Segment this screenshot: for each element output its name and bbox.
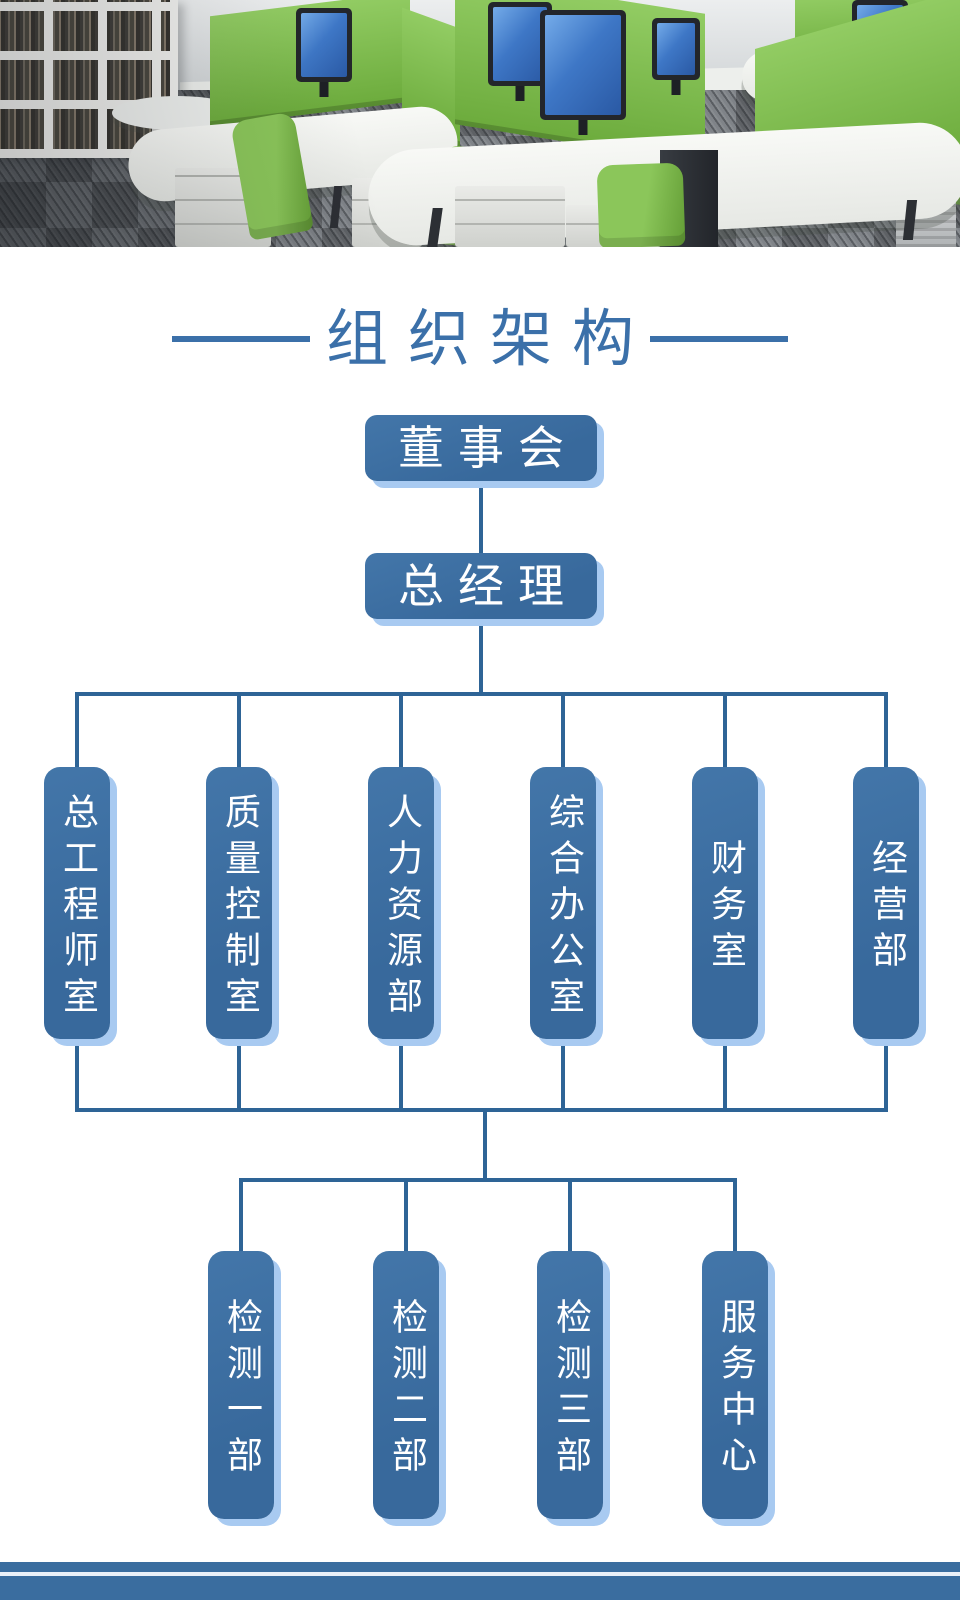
org-node-label: 综合办公室 bbox=[543, 793, 584, 1023]
connector-line bbox=[479, 481, 483, 553]
org-node-label: 检测一部 bbox=[221, 1298, 262, 1482]
org-node-human-resources: 人力资源部 bbox=[368, 767, 434, 1039]
org-node-service-center: 服务中心 bbox=[702, 1251, 768, 1519]
connector-line bbox=[723, 1035, 727, 1112]
title-dash-left bbox=[171, 336, 310, 342]
org-node-board: 董事会 bbox=[365, 415, 597, 481]
org-node-label: 检测三部 bbox=[550, 1298, 591, 1482]
connector-line bbox=[399, 1035, 403, 1112]
connector-line bbox=[483, 1112, 487, 1182]
org-node-finance-office: 财务室 bbox=[692, 767, 758, 1039]
org-node-testing-dept-3: 检测三部 bbox=[537, 1251, 603, 1519]
photo-monitor bbox=[652, 18, 700, 80]
connector-line bbox=[239, 1182, 243, 1254]
connector-line bbox=[75, 692, 79, 770]
org-node-label: 服务中心 bbox=[715, 1298, 756, 1482]
org-node-general-office: 综合办公室 bbox=[530, 767, 596, 1039]
org-node-label: 质量控制室 bbox=[219, 793, 260, 1023]
org-node-operations-dept: 经营部 bbox=[853, 767, 919, 1039]
connector-line bbox=[239, 1178, 737, 1182]
org-node-quality-control-office: 质量控制室 bbox=[206, 767, 272, 1039]
connector-line bbox=[75, 1035, 79, 1112]
connector-line bbox=[568, 1182, 572, 1254]
org-node-label: 总工程师室 bbox=[57, 793, 98, 1023]
org-node-general-manager-label: 总经理 bbox=[398, 559, 578, 613]
connector-line bbox=[75, 692, 888, 696]
connector-line bbox=[561, 692, 565, 770]
org-node-testing-dept-1: 检测一部 bbox=[208, 1251, 274, 1519]
org-node-board-label: 董事会 bbox=[398, 421, 578, 475]
photo-monitor bbox=[540, 10, 626, 120]
connector-line bbox=[723, 692, 727, 770]
footer-stripe-thick bbox=[0, 1576, 960, 1600]
org-node-label: 检测二部 bbox=[386, 1298, 427, 1482]
org-node-chief-engineer-office: 总工程师室 bbox=[44, 767, 110, 1039]
connector-line bbox=[733, 1182, 737, 1254]
org-node-label: 经营部 bbox=[866, 839, 907, 977]
connector-line bbox=[75, 1108, 888, 1112]
connector-line bbox=[479, 619, 483, 696]
connector-line bbox=[399, 692, 403, 770]
title-dash-right bbox=[650, 336, 788, 342]
connector-line bbox=[237, 1035, 241, 1112]
photo-cabinet bbox=[455, 186, 565, 247]
section-title: 组织架构 bbox=[0, 308, 960, 370]
org-node-label: 财务室 bbox=[705, 839, 746, 977]
office-photo bbox=[0, 0, 960, 247]
connector-line bbox=[237, 692, 241, 770]
photo-monitor bbox=[296, 8, 352, 82]
photo-shade-overlay bbox=[0, 0, 960, 247]
connector-line bbox=[884, 692, 888, 770]
org-node-testing-dept-2: 检测二部 bbox=[373, 1251, 439, 1519]
footer-stripe-gap bbox=[0, 1572, 960, 1576]
connector-line bbox=[404, 1182, 408, 1254]
photo-bookshelf bbox=[0, 0, 178, 158]
footer-stripe-thin bbox=[0, 1562, 960, 1572]
org-node-general-manager: 总经理 bbox=[365, 553, 597, 619]
page-title: 组织架构 bbox=[325, 302, 654, 375]
connector-line bbox=[884, 1035, 888, 1112]
org-node-label: 人力资源部 bbox=[381, 793, 422, 1023]
connector-line bbox=[561, 1035, 565, 1112]
